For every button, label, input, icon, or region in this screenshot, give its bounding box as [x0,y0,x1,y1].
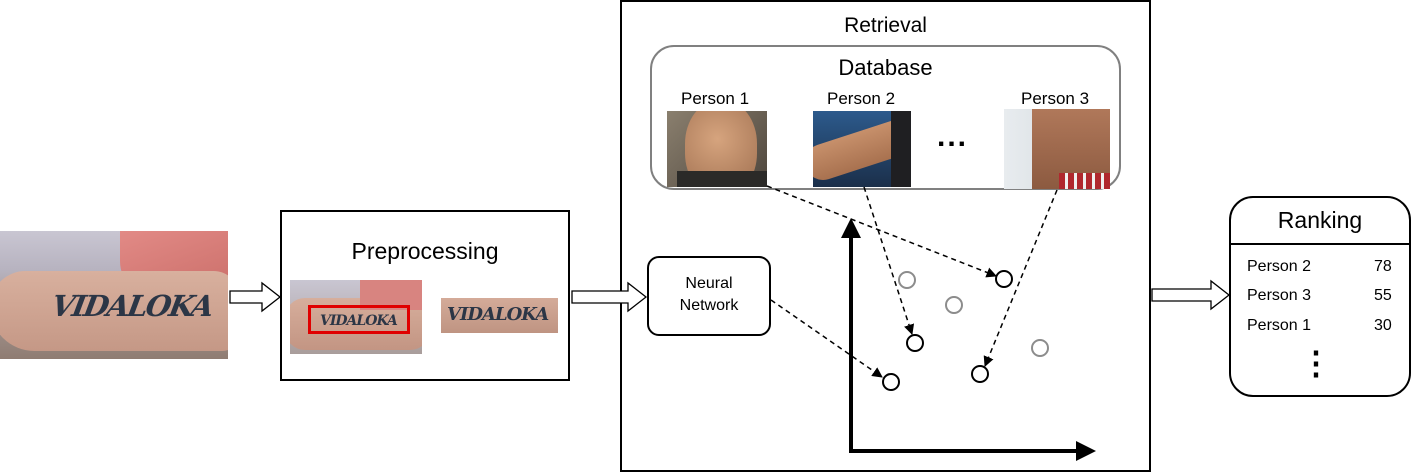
ranking-title: Ranking [1277,207,1363,233]
person-3-label: Person 3 [1021,89,1090,108]
preprocessing-crop-photo: VIDALOKA [290,280,422,354]
flow-arrow-preprocessing-to-network [571,281,648,313]
person-3-photo [1004,109,1110,189]
query-embedding-point [882,373,900,391]
shirt-collar-shape [677,171,767,187]
crop-tattoo-text: VIDALOKA [320,313,398,329]
database-title: Database [838,55,933,80]
dashed-arrow-network-to-query [770,299,883,378]
neural-network-label-line-1: Neural [685,275,733,292]
person-2-embedding-point [906,334,924,352]
database-ellipsis: ... [937,120,969,153]
cropped-tattoo-photo: VIDALOKA [441,298,558,333]
dark-panel-shape [891,111,911,187]
dashed-arrow-person3-to-point [983,189,1058,367]
gray-point [1031,339,1049,357]
ranking-header-divider [1230,243,1410,245]
person-1-label: Person 1 [681,89,750,108]
ranking-row-1-name: Person 2 [1247,258,1312,275]
flow-arrow-input-to-preprocessing [229,281,282,313]
dashed-arrow-person1-to-point [766,185,997,278]
gray-point [898,271,916,289]
person-3-embedding-point [971,365,989,383]
ranking-row-2-score: 55 [1374,287,1392,304]
retrieval-title: Retrieval [844,14,927,37]
cropped-tattoo-text: VIDALOKA [447,304,549,325]
ranking-row-2-name: Person 3 [1247,287,1312,304]
person-2-label: Person 2 [827,89,896,108]
detection-bounding-box [308,305,410,334]
input-tattoo-photo: VIDALOKA [0,231,228,359]
ranking-more-ellipsis: ⋮ [1300,345,1332,381]
arm-shape [0,271,228,351]
ranking-box [1229,196,1411,397]
neural-network-box [647,256,771,336]
person-2-photo [813,111,911,187]
gray-point [945,296,963,314]
ranking-row-3-score: 30 [1374,317,1392,334]
preprocessing-title: Preprocessing [351,238,499,264]
flow-arrow-retrieval-to-ranking [1151,279,1231,311]
waistband-shape [1059,173,1110,189]
person-1-embedding-point [995,270,1013,288]
person-1-photo [667,111,767,187]
ranking-row-1-score: 78 [1374,258,1392,275]
ranking-row-3-name: Person 1 [1247,317,1312,334]
neural-network-label-line-2: Network [679,297,739,314]
dashed-arrow-person2-to-point [863,186,915,335]
